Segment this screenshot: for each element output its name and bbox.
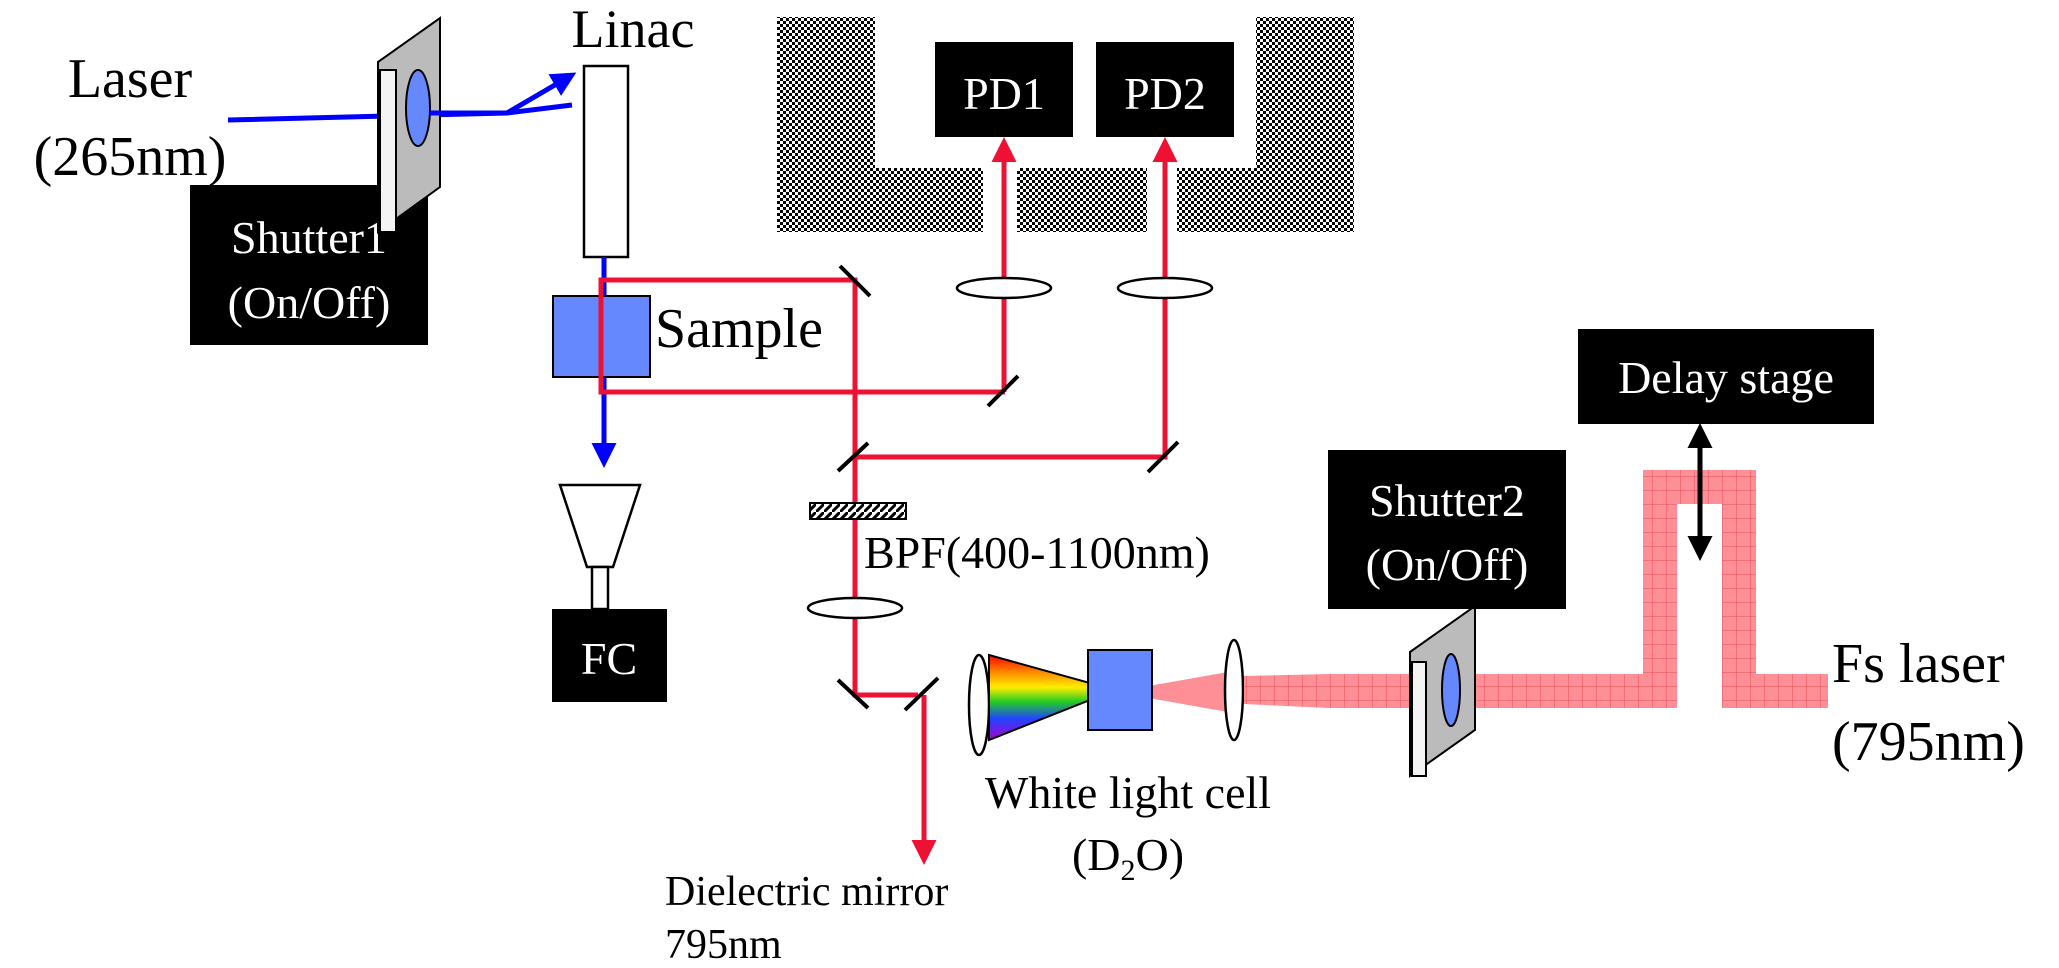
white-light-cell-icon: [1087, 649, 1153, 731]
bpf-filter-icon: [809, 502, 907, 520]
shield-bottom-middle: [1017, 168, 1147, 232]
pd2-box: PD2: [1096, 42, 1234, 137]
delay-stage-label: Delay stage: [1618, 352, 1834, 403]
focusing-lens-icon: [1223, 638, 1245, 742]
pd1-box: PD1: [935, 42, 1073, 137]
shutter2-label: Shutter2: [1369, 475, 1525, 526]
faraday-cup-icon: [558, 483, 642, 611]
probe-beam-main: [839, 277, 918, 698]
mirror-icon: [1146, 440, 1180, 474]
dielectric-mirror-icon: [903, 676, 940, 712]
linac-label: Linac: [572, 0, 695, 59]
bpf-label: BPF(400-1100nm): [864, 527, 1210, 578]
mirror-icon: [986, 374, 1020, 408]
fs-laser-wavelength-label: (795nm): [1832, 711, 2025, 773]
fc-box: FC: [552, 609, 667, 702]
mirror-icon: [836, 678, 870, 710]
mirror-icon: [836, 441, 870, 473]
shield-bottom-left: [777, 168, 983, 232]
shutter1-label: Shutter1: [231, 212, 387, 263]
radiation-shield: [777, 17, 1354, 232]
pd2-label: PD2: [1124, 68, 1206, 119]
sample-label: Sample: [655, 298, 823, 360]
linac-tube: [582, 64, 630, 259]
shutter2-box: Shutter2 (On/Off): [1328, 450, 1566, 609]
fs-laser-label: Fs laser: [1832, 633, 2005, 695]
white-light-cell-label: White light cell: [985, 767, 1271, 818]
shutter2-mode-label: (On/Off): [1366, 539, 1529, 590]
white-light-cell-medium-label: (D2O): [1072, 829, 1184, 887]
fs-laser-beam: [1244, 470, 1828, 708]
dielectric-mirror-wavelength-label: 795nm: [665, 922, 782, 968]
lens-icon: [806, 596, 904, 620]
shutter2-plate-icon: [1409, 604, 1476, 778]
pd1-label: PD1: [963, 68, 1045, 119]
collimating-lens-icon: [967, 653, 991, 757]
dielectric-mirror-label: Dielectric mirror: [665, 869, 948, 915]
focused-fs-beam: [1115, 672, 1228, 712]
white-light-cone-icon: [988, 653, 1119, 742]
laser-wavelength-label: (265nm): [34, 126, 227, 188]
lens-icon: [1116, 276, 1214, 300]
delay-stage-box: Delay stage: [1578, 329, 1874, 424]
fc-label: FC: [581, 633, 637, 684]
mirror-icon: [838, 264, 872, 298]
laser-label: Laser: [68, 48, 193, 110]
uv-beam-to-linac: [430, 72, 577, 116]
shutter1-mode-label: (On/Off): [228, 277, 391, 328]
lens-icon: [955, 276, 1053, 300]
shield-right-wall: [1256, 17, 1354, 232]
shutter1-plate-icon: [377, 16, 441, 234]
